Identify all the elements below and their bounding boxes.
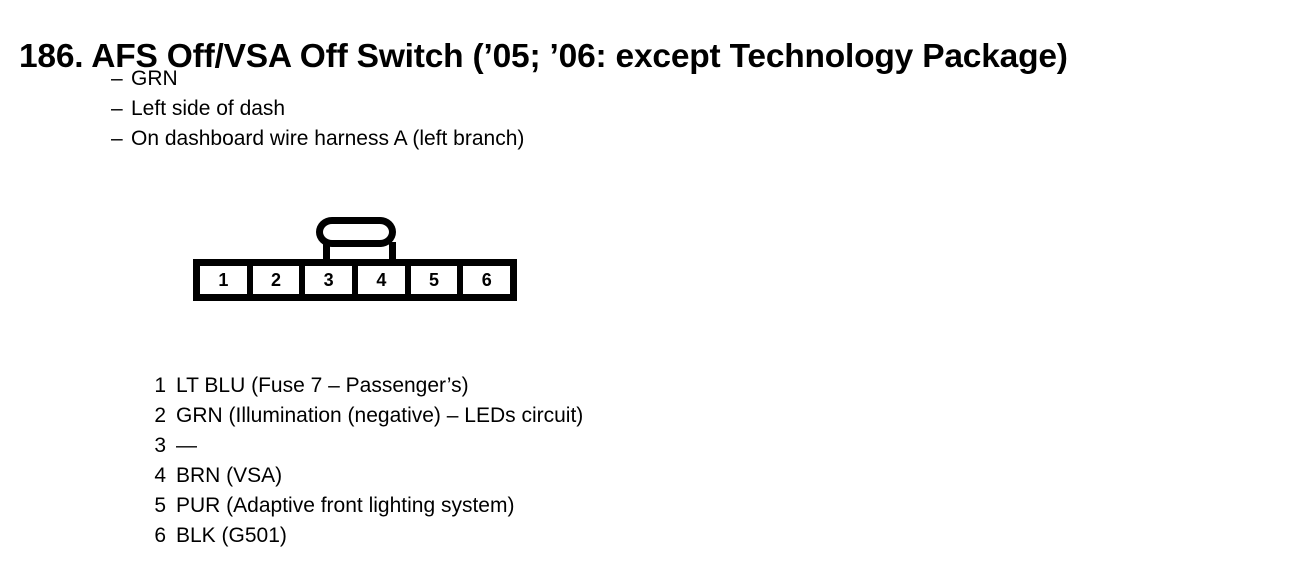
pin-assignment-row: 2 GRN (Illumination (negative) – LEDs ci… [140,401,583,431]
pin-assignment-row: 4 BRN (VSA) [140,461,583,491]
pin-assignment-row: 6 BLK (G501) [140,521,583,551]
pin-assignment-row: 1 LT BLU (Fuse 7 – Passenger’s) [140,371,583,401]
connector-pin-4: 4 [358,266,405,294]
description-text: GRN [131,67,178,90]
pin-number: 2 [154,404,166,427]
pin-description: GRN (Illumination (negative) – LEDs circ… [176,404,584,427]
pin-description: LT BLU (Fuse 7 – Passenger’s) [176,374,469,397]
pin-number: 4 [154,464,166,487]
connector-latch-leg-left [323,242,330,264]
connector-pin-6: 6 [463,266,511,294]
description-item: – Left side of dash [111,94,524,124]
pin-number: 3 [154,434,166,457]
pin-description: BLK (G501) [176,524,287,547]
pin-number: 6 [154,524,166,547]
dash-bullet-icon: – [111,67,123,90]
description-item: – On dashboard wire harness A (left bran… [111,124,524,154]
description-text: Left side of dash [131,97,286,120]
pin-assignment-list: 1 LT BLU (Fuse 7 – Passenger’s) 2 GRN (I… [140,371,583,551]
pin-number: 1 [154,374,166,397]
page-title: 186. AFS Off/VSA Off Switch (’05; ’06: e… [19,38,1068,76]
connector-body: 1 2 3 4 5 6 [193,259,517,301]
connector-pin-1: 1 [200,266,247,294]
pin-assignment-row: 3 — [140,431,583,461]
connector-pin-3: 3 [305,266,353,294]
description-item: – GRN [111,64,524,94]
connector-latch-leg-right [389,242,396,264]
pin-assignment-row: 5 PUR (Adaptive front lighting system) [140,491,583,521]
connector-pin-5: 5 [410,266,458,294]
description-text: On dashboard wire harness A (left branch… [131,127,525,150]
dash-bullet-icon: – [111,127,123,150]
connector-diagram: 1 2 3 4 5 6 [193,215,523,307]
dash-bullet-icon: – [111,97,123,120]
description-list: – GRN – Left side of dash – On dashboard… [111,64,524,154]
connector-pin-2: 2 [252,266,300,294]
pin-description: — [176,434,197,457]
pin-number: 5 [154,494,166,517]
pin-description: BRN (VSA) [176,464,283,487]
pin-description: PUR (Adaptive front lighting system) [176,494,515,517]
